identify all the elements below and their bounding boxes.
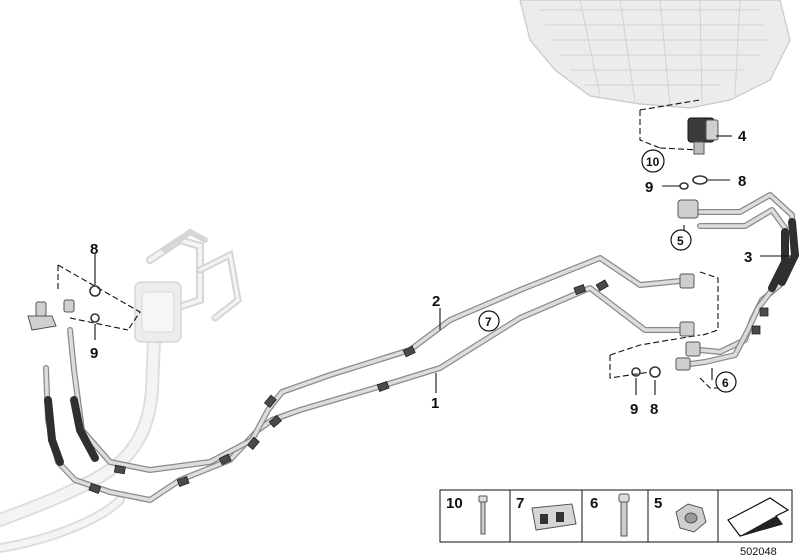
left-bracket <box>27 299 75 331</box>
compressor-housing-ghost <box>519 0 791 109</box>
callout-5-circle <box>670 229 692 251</box>
seal-rings <box>89 175 708 378</box>
legend-icon-bolt-10 <box>478 495 488 535</box>
legend-icon-screw-6 <box>618 493 630 537</box>
legend-icon-arrow <box>727 497 790 537</box>
legend-icon-nut-5 <box>675 503 707 533</box>
callout-lines <box>94 135 790 395</box>
legend-label-10: 10 <box>446 495 463 512</box>
callout-labels: 2 1 3 4 8 9 8 9 9 8 7 5 6 10 <box>90 128 752 418</box>
callout-9-left: 9 <box>90 345 98 362</box>
callout-1: 1 <box>431 395 439 412</box>
legend-label-7: 7 <box>516 495 524 512</box>
callout-6-circle <box>715 371 737 393</box>
parts-legend: 10 7 6 5 <box>439 489 793 543</box>
callout-3: 3 <box>744 249 752 266</box>
legend-icon-clip-7 <box>531 503 577 531</box>
callout-10: 10 <box>646 155 660 169</box>
seal-ring-9-left <box>90 313 100 323</box>
callout-8-left: 8 <box>90 241 98 258</box>
seal-ring-8-bottom <box>649 366 661 378</box>
seal-ring-8-top <box>692 175 708 185</box>
pressure-sensor-part-4 <box>687 117 719 155</box>
evaporator-ghost <box>0 228 242 553</box>
legend-label-6: 6 <box>590 495 598 512</box>
callout-2: 2 <box>432 293 440 310</box>
seal-ring-9-top <box>679 182 689 190</box>
legend-label-5: 5 <box>654 495 662 512</box>
seal-ring-9-bottom <box>631 367 641 377</box>
callout-10-circle <box>641 149 665 173</box>
callout-4: 4 <box>738 128 747 145</box>
callout-7-circle <box>478 310 500 332</box>
callout-7: 7 <box>485 315 492 329</box>
seal-ring-8-left <box>89 285 101 297</box>
diagram-id: 502048 <box>740 546 777 558</box>
callout-9-top: 9 <box>645 179 653 196</box>
callout-8-top: 8 <box>738 173 746 190</box>
pipe-end-fittings <box>675 199 701 371</box>
callout-8-bottom: 8 <box>650 401 658 418</box>
pipe-clips <box>88 279 769 494</box>
hose-sections <box>44 218 800 466</box>
callout-5: 5 <box>677 234 684 248</box>
callout-6: 6 <box>722 376 729 390</box>
callout-9-bottom: 9 <box>630 401 638 418</box>
leader-dashes <box>57 99 719 389</box>
